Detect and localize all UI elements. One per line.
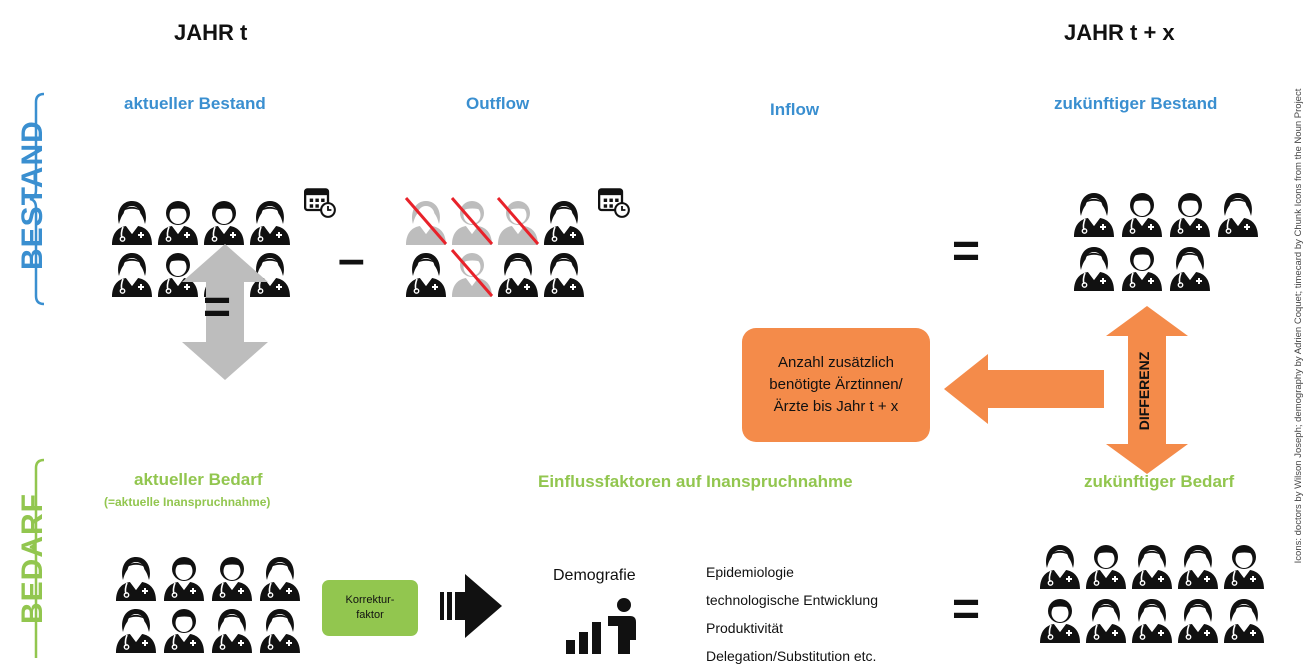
current-demand-note: (=aktuelle Inanspruchnahme) (104, 495, 271, 509)
doctor-female-icon (110, 196, 154, 246)
equals-sign-current: = (203, 281, 232, 334)
doctor-male-icon (1038, 594, 1082, 644)
bestand-label: BESTAND (16, 120, 49, 270)
year-t-header: JAHR t (174, 20, 248, 45)
doctor-female-icon (1084, 594, 1128, 644)
box-line-3: Ärzte bis Jahr t + x (773, 398, 899, 415)
current-equality-arrow (182, 244, 268, 380)
doctor-female-icon (258, 552, 302, 602)
difference-label: DIFFERENZ (1136, 351, 1152, 431)
box-line-2: benötigte Ärztinnen/ (769, 376, 903, 393)
demography-icon (566, 598, 636, 654)
doctor-female-icon (542, 248, 586, 298)
doctor-female-icon (248, 196, 292, 246)
timecard-icon (304, 186, 336, 218)
doctor-female-icon (110, 248, 154, 298)
doctor-female-icon (1176, 540, 1220, 590)
bedarf-label: BEDARF (16, 493, 49, 624)
doctor-female-icon (1130, 540, 1174, 590)
factor-item: Delegation/Substitution etc. (706, 648, 877, 664)
current-demand-heading: aktueller Bedarf (134, 470, 263, 489)
correction-line-1: Korrektur- (345, 594, 395, 606)
equals-sign-demand: = (952, 583, 981, 636)
doctor-male-icon (1120, 242, 1164, 292)
doctor-male-icon (1120, 188, 1164, 238)
doctor-male-icon (210, 552, 254, 602)
factors-heading: Einflussfaktoren auf Inanspruchnahme (538, 472, 853, 491)
doctor-female-icon (114, 604, 158, 654)
equals-sign-stock: = (952, 225, 981, 278)
doctor-female-icon (1168, 242, 1212, 292)
current-demand-doctors (114, 552, 302, 654)
factor-item: Produktivität (706, 620, 784, 636)
current-stock-heading: aktueller Bestand (124, 94, 266, 113)
future-demand-heading: zukünftiger Bedarf (1084, 472, 1235, 491)
difference-arrow (1106, 306, 1188, 474)
outflow-heading: Outflow (466, 94, 530, 113)
minus-sign: – (338, 233, 365, 286)
left-orange-arrow (944, 354, 1104, 424)
doctor-female-icon (1222, 594, 1266, 644)
doctor-female-icon (542, 196, 586, 246)
doctor-female-icon (1072, 242, 1116, 292)
inflow-heading: Inflow (770, 100, 820, 119)
year-tx-header: JAHR t + x (1064, 20, 1175, 45)
demography-label: Demografie (553, 567, 636, 584)
bedarf-bracket (29, 458, 45, 658)
doctor-male-icon (1084, 540, 1128, 590)
doctor-female-icon (210, 604, 254, 654)
doctor-male-icon (162, 552, 206, 602)
factor-item: technologische Entwicklung (706, 592, 878, 608)
icon-credit: Icons: doctors by Wilson Joseph; demogra… (1293, 88, 1304, 564)
box-line-1: Anzahl zusätzlich (778, 354, 894, 371)
outflow-strike-lines (404, 197, 540, 297)
doctor-male-icon (1222, 540, 1266, 590)
factors-list: Epidemiologie technologische Entwicklung… (706, 558, 878, 670)
timecard-icon (598, 186, 630, 218)
additional-doctors-box: Anzahl zusätzlich benötigte Ärztinnen/ Ä… (742, 328, 930, 442)
future-stock-doctors (1072, 188, 1260, 292)
bestand-bracket (29, 92, 45, 306)
doctor-female-icon (1130, 594, 1174, 644)
doctor-male-icon (202, 196, 246, 246)
doctor-female-icon (258, 604, 302, 654)
doctor-female-icon (1038, 540, 1082, 590)
doctor-female-icon (1176, 594, 1220, 644)
correction-line-2: faktor (356, 609, 384, 621)
doctor-male-icon (156, 196, 200, 246)
doctor-female-icon (114, 552, 158, 602)
black-arrow-icon (440, 574, 502, 638)
correction-factor-box: Korrektur- faktor (322, 580, 418, 636)
future-stock-heading: zukünftiger Bestand (1054, 94, 1218, 113)
factor-item: Epidemiologie (706, 564, 794, 580)
future-demand-doctors (1038, 540, 1266, 644)
doctor-female-icon (1072, 188, 1116, 238)
doctor-male-icon (162, 604, 206, 654)
doctor-female-icon (1216, 188, 1260, 238)
doctor-male-icon (1168, 188, 1212, 238)
